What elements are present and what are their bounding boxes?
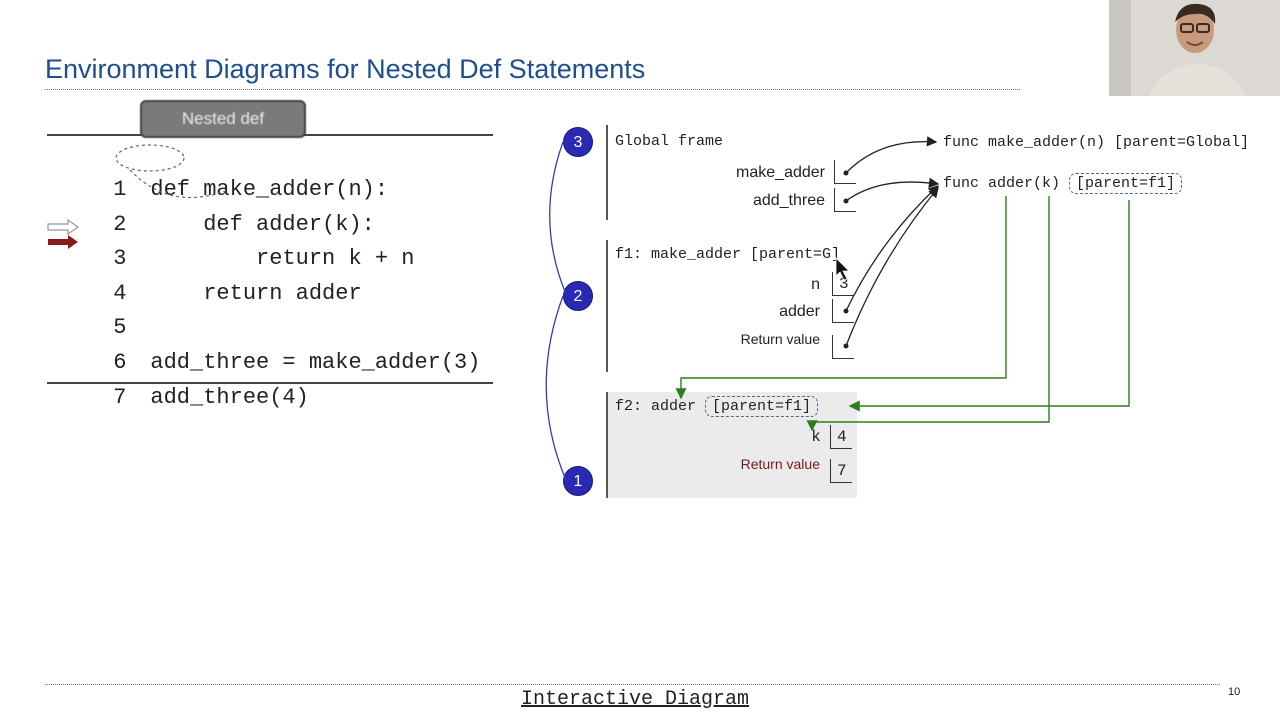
green-parent-arrow <box>675 196 1007 400</box>
f1-slot-adder <box>832 299 854 323</box>
step-badge-3: 3 <box>563 127 593 157</box>
badge-connector <box>545 295 567 481</box>
pointer-make-adder <box>845 136 938 174</box>
code-line: 7 add_three(4) <box>60 350 500 410</box>
f2-frame-box <box>606 392 857 498</box>
def-highlight-outline <box>115 144 229 199</box>
line-number: 5 <box>113 315 127 340</box>
global-slot-add-three <box>834 188 856 212</box>
func-adder: func adder(k) [parent=f1] <box>943 173 1183 194</box>
green-parent-arrow <box>806 196 1050 432</box>
code-line: 2 def adder(k): <box>60 177 500 237</box>
pointer-f1-adder <box>845 185 939 312</box>
func-make-adder: func make_adder(n) [parent=Global] <box>943 134 1250 151</box>
page-number: 10 <box>1228 686 1241 698</box>
line-number: 1 <box>113 177 127 202</box>
execution-arrows-icon <box>47 218 80 249</box>
f1-slot-return <box>832 335 854 359</box>
f1-slot-n: 3 <box>832 272 854 296</box>
global-slot-make-adder <box>834 160 856 184</box>
code-line: 3 return k + n <box>60 211 500 271</box>
line-number: 3 <box>113 246 127 271</box>
global-var-make-adder: make_adder <box>736 164 825 181</box>
f2-parent-box: [parent=f1] <box>705 396 819 417</box>
pointer-f1-return <box>845 186 939 347</box>
step-badge-1: 1 <box>563 466 593 496</box>
presenter-webcam <box>1109 0 1280 96</box>
func-adder-signature: func adder(k) <box>943 175 1061 192</box>
line-number: 6 <box>113 350 127 375</box>
green-parent-arrow <box>848 200 1130 412</box>
code-text: return k + n <box>150 246 415 271</box>
code-bottom-rule <box>47 382 493 384</box>
f2-frame-label: f2: adder [parent=f1] <box>615 396 819 417</box>
code-text: add_three = make_adder(3) <box>150 350 481 375</box>
f1-var-return: Return value <box>740 331 820 347</box>
code-text: return adder <box>150 281 362 306</box>
code-text: add_three(4) <box>150 385 309 410</box>
line-number: 7 <box>113 385 127 410</box>
f2-var-k: k <box>812 428 820 445</box>
nested-def-tooltip: Nested def <box>140 100 306 138</box>
code-line: 4 return adder <box>60 246 500 306</box>
line-number: 4 <box>113 281 127 306</box>
f1-frame-label: f1: make_adder [parent=G] <box>615 246 841 263</box>
interactive-diagram-link[interactable]: Interactive Diagram <box>521 688 750 711</box>
func-adder-parent-box: [parent=f1] <box>1069 173 1183 194</box>
f2-slot-return: 7 <box>830 459 852 483</box>
badge-connector <box>549 141 567 295</box>
f1-frame-bar <box>606 240 608 372</box>
f2-frame-name: f2: adder <box>615 398 697 415</box>
global-frame-label: Global frame <box>615 133 724 150</box>
code-text: def adder(k): <box>150 212 375 237</box>
global-var-add-three: add_three <box>752 192 825 209</box>
f2-slot-k: 4 <box>830 425 852 449</box>
line-number: 2 <box>113 212 127 237</box>
f2-var-return: Return value <box>740 456 820 472</box>
code-line: 5 <box>60 280 500 340</box>
title-divider <box>45 89 1020 90</box>
f1-var-n: n <box>811 276 820 293</box>
code-line: 6 add_three = make_adder(3) <box>60 315 500 375</box>
slide-title: Environment Diagrams for Nested Def Stat… <box>45 54 646 84</box>
mouse-cursor-icon <box>835 257 850 281</box>
global-frame-bar <box>606 125 608 220</box>
f1-var-adder: adder <box>779 303 820 320</box>
step-badge-2: 2 <box>563 281 593 311</box>
pointer-add-three <box>845 177 940 202</box>
footer-divider <box>45 684 1220 685</box>
